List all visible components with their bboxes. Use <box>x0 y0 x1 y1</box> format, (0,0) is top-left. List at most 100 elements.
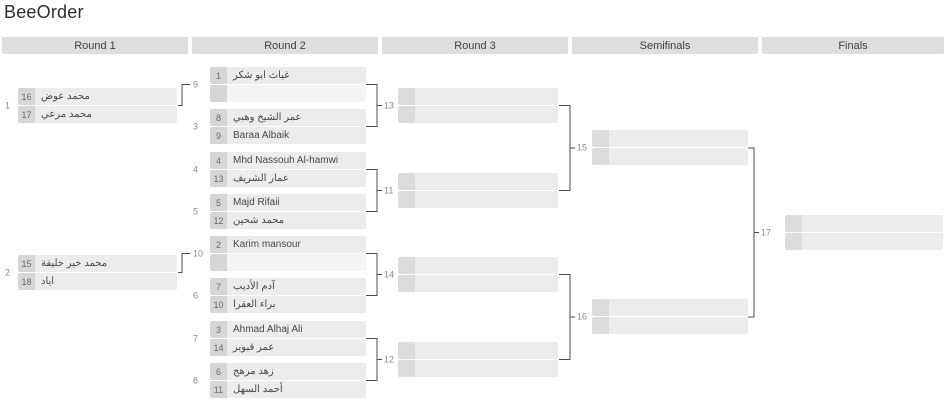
team-row-bye[interactable] <box>210 254 366 271</box>
connector-line <box>366 338 378 381</box>
seed-number: 7 <box>210 278 227 295</box>
player-name: آدم الأديب <box>227 278 366 295</box>
team-row[interactable]: 6 زهد مرهج <box>210 363 366 380</box>
match-number: 15 <box>577 142 588 153</box>
round-header-1: Round 1 <box>2 37 188 54</box>
seed-number: 17 <box>18 106 35 123</box>
seed-number: 15 <box>18 255 35 272</box>
team-row[interactable]: 11 أحمد السهل <box>210 381 366 398</box>
team-row-empty[interactable] <box>398 88 558 105</box>
player-name <box>802 233 943 250</box>
team-row-empty[interactable] <box>592 317 748 334</box>
team-row[interactable]: 5 Majd Rifaii <box>210 194 366 211</box>
connector-line <box>748 147 755 318</box>
seed-number: 12 <box>210 212 227 229</box>
player-name <box>415 360 558 377</box>
team-row[interactable]: 15 محمد خير خليفة <box>18 255 177 272</box>
player-name <box>415 342 558 359</box>
player-name: محمد عوض <box>35 88 177 105</box>
team-row-empty[interactable] <box>398 360 558 377</box>
team-row-empty[interactable] <box>398 342 558 359</box>
seed-number: 1 <box>210 67 227 84</box>
match-number: 13 <box>384 100 395 110</box>
seed-number: 4 <box>210 152 227 169</box>
player-name <box>609 148 748 165</box>
player-name: محمد شحين <box>227 212 366 229</box>
seed-number: 2 <box>210 236 227 253</box>
team-row-empty[interactable] <box>785 233 943 250</box>
round-header-2: Round 2 <box>192 37 378 54</box>
player-name: أحمد السهل <box>227 381 366 398</box>
match-number: 8 <box>193 375 199 385</box>
player-name <box>227 254 366 271</box>
team-row-empty[interactable] <box>592 299 748 316</box>
seed-number: 11 <box>210 381 227 398</box>
seed-number: 14 <box>210 339 227 356</box>
team-row-empty[interactable] <box>592 148 748 165</box>
team-row[interactable]: 4 Mhd Nassouh Al-hamwi <box>210 152 366 169</box>
team-row-empty[interactable] <box>398 173 558 190</box>
team-row[interactable]: 2 Karim mansour <box>210 236 366 253</box>
seed-number <box>210 85 227 102</box>
seed-number <box>785 233 802 250</box>
team-row[interactable]: 14 عمر قبوبر <box>210 339 366 356</box>
player-name <box>609 299 748 316</box>
seed-number <box>592 317 609 334</box>
team-row[interactable]: 8 عمر الشيخ وهبي <box>210 109 366 126</box>
team-row[interactable]: 10 براء العقرا <box>210 296 366 313</box>
player-name: Majd Rifaii <box>227 194 366 211</box>
seed-number <box>398 173 415 190</box>
connector-line <box>559 274 571 360</box>
player-name <box>415 257 558 274</box>
team-row-empty[interactable] <box>785 215 943 232</box>
round-header-semifinals: Semifinals <box>572 37 758 54</box>
team-row[interactable]: 7 آدم الأديب <box>210 278 366 295</box>
team-row-empty[interactable] <box>398 106 558 123</box>
seed-number: 9 <box>210 127 227 144</box>
connector-line <box>559 105 571 191</box>
match-number: 2 <box>5 267 11 277</box>
seed-number <box>210 254 227 271</box>
player-name: Mhd Nassouh Al-hamwi <box>227 152 366 169</box>
team-row-empty[interactable] <box>398 191 558 208</box>
player-name: Karim mansour <box>227 236 366 253</box>
player-name: محمد مرعي <box>35 106 177 123</box>
seed-number: 3 <box>210 321 227 338</box>
seed-number <box>398 88 415 105</box>
seed-number: 5 <box>210 194 227 211</box>
seed-number <box>398 106 415 123</box>
player-name <box>415 88 558 105</box>
connector-line <box>178 84 190 106</box>
player-name: براء العقرا <box>227 296 366 313</box>
team-row[interactable]: 17 محمد مرعي <box>18 106 177 123</box>
seed-number: 18 <box>18 273 35 290</box>
seed-number <box>398 275 415 292</box>
connector-line <box>178 253 190 273</box>
player-name <box>415 275 558 292</box>
team-row[interactable]: 16 محمد عوض <box>18 88 177 105</box>
match-number: 16 <box>577 311 588 322</box>
connector-line <box>366 169 378 212</box>
team-row[interactable]: 13 عمار الشريف <box>210 170 366 187</box>
seed-number <box>785 215 802 232</box>
team-row-empty[interactable] <box>592 130 748 147</box>
team-row[interactable]: 3 Ahmad Alhaj Ali <box>210 321 366 338</box>
page-title: BeeOrder <box>4 2 84 22</box>
team-row[interactable]: 18 اياد <box>18 273 177 290</box>
team-row-empty[interactable] <box>398 257 558 274</box>
match-number: 12 <box>384 354 395 364</box>
match-number: 3 <box>193 121 199 131</box>
team-row-bye[interactable] <box>210 85 366 102</box>
team-row[interactable]: 9 Baraa Albaik <box>210 127 366 144</box>
seed-number <box>592 148 609 165</box>
round-header-3: Round 3 <box>382 37 568 54</box>
team-row-empty[interactable] <box>398 275 558 292</box>
team-row[interactable]: 1 غياث ابو شكر <box>210 67 366 84</box>
player-name: عمر قبوبر <box>227 339 366 356</box>
match-number: 1 <box>5 100 11 110</box>
seed-number <box>398 342 415 359</box>
team-row[interactable]: 12 محمد شحين <box>210 212 366 229</box>
player-name <box>415 106 558 123</box>
match-number: 9 <box>193 79 199 89</box>
